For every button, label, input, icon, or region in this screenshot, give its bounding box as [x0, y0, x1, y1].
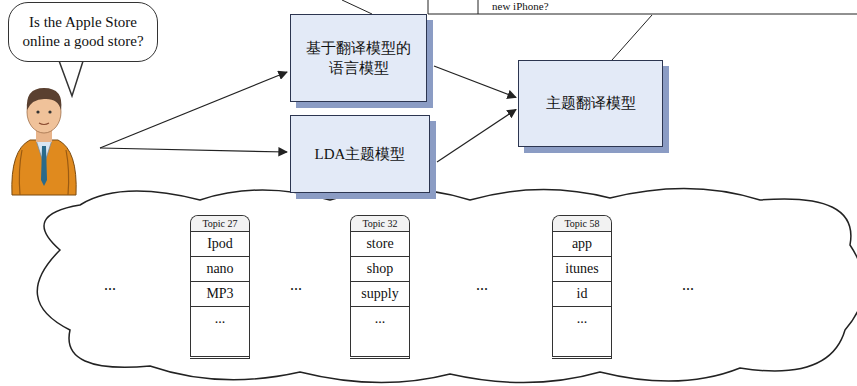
topic-word: id	[553, 282, 611, 307]
topic-word: ...	[553, 307, 611, 331]
model-box: 基于翻译模型的 语言模型	[290, 14, 427, 102]
topic-word: supply	[351, 282, 409, 307]
query-arrow	[100, 72, 287, 148]
topic-word: nano	[191, 257, 249, 282]
box-text: LDA主题模型	[315, 144, 406, 164]
topic-word: store	[351, 232, 409, 257]
topic-column: Topic 58appitunesid...	[552, 215, 612, 359]
speech-bubble: Is the Apple Store online a good store?	[8, 2, 158, 62]
table-fragment	[428, 0, 857, 14]
topic-header: Topic 27	[191, 216, 249, 232]
box-text: Is the Apple Store online a good store?	[17, 13, 149, 52]
topic-header: Topic 58	[553, 216, 611, 232]
leader-line	[342, 0, 372, 14]
topic-word: shop	[351, 257, 409, 282]
ellipsis: ...	[104, 276, 116, 294]
table-cell: new iPhone?	[492, 0, 549, 12]
flow-arrow	[434, 66, 516, 98]
topic-column: Topic 27IpodnanoMP3...	[190, 215, 250, 359]
box-text: 主题翻译模型	[546, 93, 636, 113]
person-icon	[12, 88, 76, 195]
topic-word: itunes	[553, 257, 611, 282]
topic-word: app	[553, 232, 611, 257]
topic-cloud	[37, 188, 857, 382]
topic-word: MP3	[191, 282, 249, 307]
bubble-tail	[58, 58, 84, 96]
model-box: LDA主题模型	[290, 115, 430, 193]
ellipsis: ...	[476, 276, 488, 294]
model-box: 主题翻译模型	[518, 60, 663, 147]
ellipsis: ...	[682, 276, 694, 294]
topic-header: Topic 32	[351, 216, 409, 232]
topic-word: ...	[191, 307, 249, 331]
flow-arrow	[437, 110, 516, 163]
query-arrow	[100, 148, 287, 152]
topic-word: Ipod	[191, 232, 249, 257]
ellipsis: ...	[290, 276, 302, 294]
topic-word: ...	[351, 307, 409, 331]
box-text: 基于翻译模型的 语言模型	[297, 38, 420, 79]
leader-line	[612, 15, 652, 60]
topic-column: Topic 32storeshopsupply...	[350, 215, 410, 359]
